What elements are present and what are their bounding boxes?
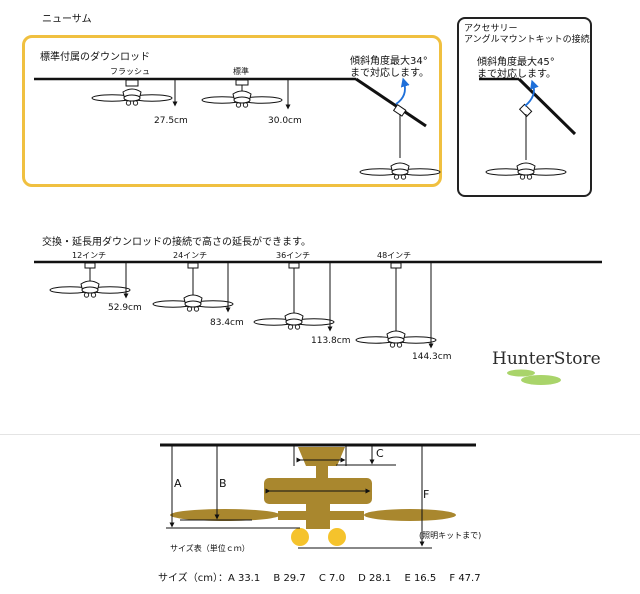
fan-12-icon bbox=[49, 280, 131, 298]
tilt-45-line1: 傾斜角度最大45° bbox=[477, 57, 555, 68]
angled-fan-icon bbox=[359, 162, 441, 180]
flush-dimension: 27.5cm bbox=[154, 116, 188, 126]
canopy-shape bbox=[298, 447, 345, 466]
fan-36-icon bbox=[253, 312, 335, 330]
rod-48-dimension: 144.3cm bbox=[412, 352, 452, 362]
standard-label: 標準 bbox=[233, 67, 249, 76]
rod-12-label: 12インチ bbox=[72, 251, 107, 260]
tilt-34-line2: まで対応します。 bbox=[350, 68, 429, 79]
rod-48-label: 48インチ bbox=[377, 251, 412, 260]
right-bulb bbox=[328, 528, 346, 546]
angle-mount-panel bbox=[457, 17, 592, 197]
dim-label-f: F bbox=[423, 488, 430, 501]
logo-green-oval-large bbox=[521, 375, 561, 385]
standard-downrod-title: 標準付属のダウンロッド bbox=[40, 52, 150, 63]
light-kit-note: (照明キットまで) bbox=[419, 531, 482, 540]
fan-24-icon bbox=[152, 294, 234, 312]
sizes-line: サイズ（cm）：A 33.1 B 29.7 C 7.0 D 28.1 E 16.… bbox=[158, 573, 481, 584]
left-blade bbox=[170, 509, 280, 521]
angle-mount-title-line2: アングルマウントキットの接続 bbox=[464, 35, 590, 45]
section-divider bbox=[0, 434, 640, 435]
angle-mount-fan-icon bbox=[485, 162, 567, 180]
rod-24-label: 24インチ bbox=[173, 251, 208, 260]
flush-fan-icon bbox=[91, 88, 173, 106]
left-bulb bbox=[291, 528, 309, 546]
tilt-45-line2: まで対応します。 bbox=[477, 69, 556, 80]
tilt-34-arrow bbox=[395, 77, 410, 105]
rod-36-dimension: 113.8cm bbox=[311, 336, 351, 346]
unit-note: サイズ表（単位ｃｍ） bbox=[170, 544, 250, 553]
extension-title: 交換・延長用ダウンロッドの接続で高さの延長ができます。 bbox=[42, 237, 311, 248]
sloped-ceiling-line bbox=[355, 77, 427, 128]
fan-48-icon bbox=[355, 330, 437, 348]
standard-downrod-panel bbox=[22, 35, 442, 187]
tilt-45-arrow bbox=[524, 79, 539, 107]
rod-36-label: 36インチ bbox=[276, 251, 311, 260]
dim-label-b: B bbox=[219, 477, 227, 490]
hunterstore-logo: HunterStore bbox=[492, 349, 601, 369]
tilt-34-line1: 傾斜角度最大34° bbox=[350, 56, 428, 67]
dim-label-c: C bbox=[376, 447, 384, 460]
section-title: ニューサム bbox=[42, 14, 92, 25]
logo-green-oval-small bbox=[507, 369, 535, 377]
angle-mount-title-line1: アクセサリー bbox=[464, 24, 518, 34]
right-blade bbox=[364, 509, 456, 521]
flush-label: フラッシュ bbox=[110, 67, 150, 76]
dim-label-a: A bbox=[174, 477, 182, 490]
standard-fan-icon bbox=[201, 90, 283, 108]
rod-24-dimension: 83.4cm bbox=[210, 318, 244, 328]
standard-dimension: 30.0cm bbox=[268, 116, 302, 126]
rod-12-dimension: 52.9cm bbox=[108, 303, 142, 313]
